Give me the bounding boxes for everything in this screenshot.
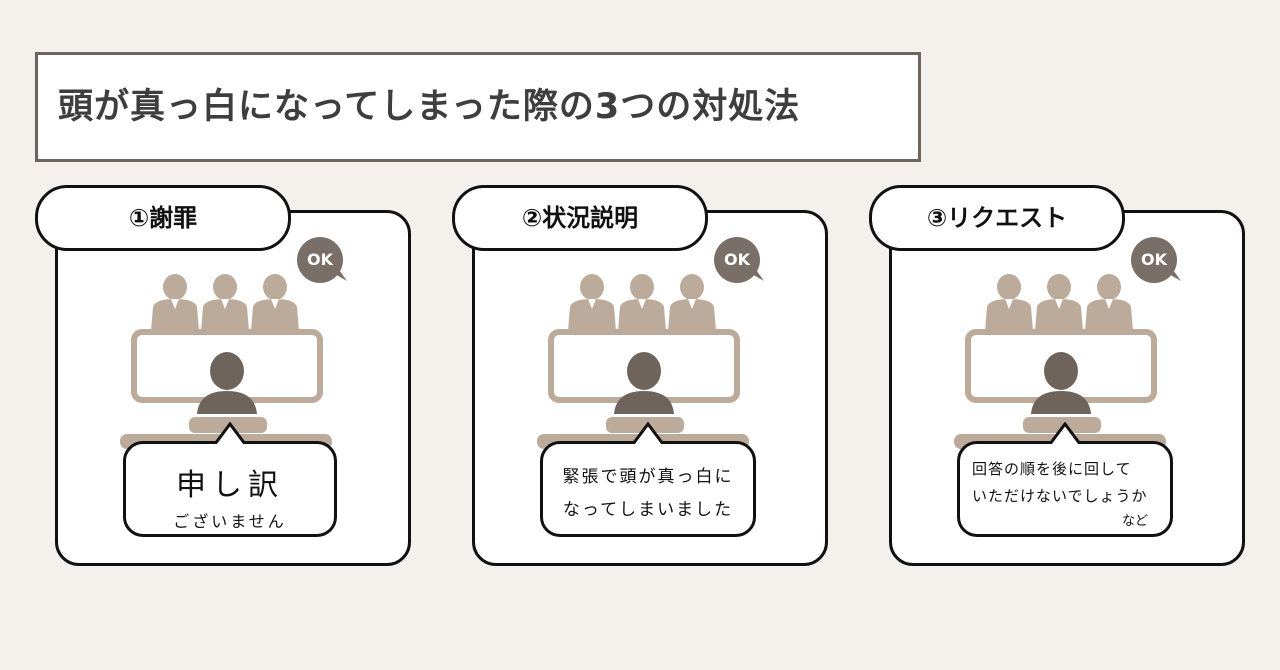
speech-line: いただけないでしょうか (972, 487, 1148, 505)
page-title: 頭が真っ白になってしまった際の3つの対処法 (58, 87, 801, 127)
speech-bubble: 緊張で頭が真っ白に なってしまいました (540, 422, 756, 537)
speech-line: なってしまいました (562, 500, 734, 520)
speech-line: ございません (173, 512, 287, 531)
speech-line: 申し訳 (176, 468, 284, 503)
card-request: ③リクエスト OK 回答の順を後に回して (869, 185, 1269, 585)
ok-label: OK (307, 250, 333, 269)
speech-tail-icon (215, 422, 245, 444)
ok-label: OK (724, 250, 750, 269)
speech-line: 回答の順を後に回して (972, 460, 1132, 478)
title-box: 頭が真っ白になってしまった際の3つの対処法 (35, 52, 921, 162)
ok-bubble-icon: OK (297, 237, 349, 283)
card-tab-label: ①謝罪 (35, 185, 291, 251)
speech-tail-icon (633, 422, 663, 444)
speech-tail-icon (1050, 422, 1080, 444)
ok-bubble-icon: OK (714, 237, 766, 283)
speech-bubble: 申し訳 ございません (123, 422, 337, 537)
speech-note: など (1121, 514, 1148, 529)
card-tab-label: ③リクエスト (869, 185, 1125, 251)
ok-label: OK (1141, 250, 1167, 269)
ok-bubble-icon: OK (1131, 237, 1183, 283)
card-situation: ②状況説明 OK 緊張で頭が真っ白に (452, 185, 852, 585)
speech-bubble: 回答の順を後に回して いただけないでしょうか など (957, 422, 1173, 537)
speech-line: 緊張で頭が真っ白に (562, 467, 734, 487)
card-apology: ①謝罪 OK 申し訳 ございません (35, 185, 435, 585)
card-tab-label: ②状況説明 (452, 185, 708, 251)
